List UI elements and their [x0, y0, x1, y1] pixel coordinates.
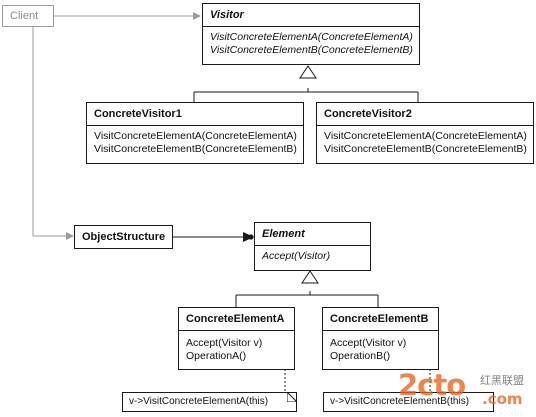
client-association-lines: [32, 12, 201, 240]
watermark-text: 2cto: [398, 368, 466, 402]
visitor-class[interactable]: Visitor VisitConcreteElementA(ConcreteEl…: [202, 3, 420, 65]
watermark-suffix: .com: [482, 390, 523, 408]
concrete-visitor-2-class[interactable]: ConcreteVisitor2 VisitConcreteElementA(C…: [316, 102, 534, 164]
concrete-visitor-2-operation: VisitConcreteElementA(ConcreteElementA): [324, 130, 527, 142]
watermark-logo: 2cto 红黑联盟 .com: [398, 366, 534, 416]
watermark-chinese: 红黑联盟: [480, 374, 524, 387]
concrete-element-a-class[interactable]: ConcreteElementA Accept(Visitor v) Opera…: [178, 307, 295, 370]
concrete-visitor-1-operations: VisitConcreteElementA(ConcreteElementA) …: [87, 125, 303, 159]
visitor-operation: VisitConcreteElementB(ConcreteElementB): [210, 43, 413, 56]
visitor-generalization-arrow: [299, 65, 317, 79]
concrete-element-b-class[interactable]: ConcreteElementB Accept(Visitor v) Opera…: [322, 307, 439, 370]
visitor-inheritance-lines: [193, 88, 419, 102]
note-a-text: v->VisitConcreteElementA(this): [129, 396, 269, 407]
note-b-text: v->VisitConcreteElementB(this): [330, 396, 470, 407]
object-structure-class[interactable]: ObjectStructure: [74, 225, 173, 249]
concrete-visitor-1-operation: VisitConcreteElementB(ConcreteElementB): [94, 142, 297, 155]
concrete-visitor-1-name: ConcreteVisitor1: [94, 108, 182, 120]
concrete-visitor-2-operations: VisitConcreteElementA(ConcreteElementA) …: [317, 125, 533, 159]
concrete-element-b-operation: OperationB(): [330, 349, 391, 362]
concrete-element-b-operation: Accept(Visitor v): [330, 337, 407, 349]
concrete-visitor-1-class[interactable]: ConcreteVisitor1 VisitConcreteElementA(C…: [86, 102, 304, 164]
client-label: Client: [10, 10, 39, 22]
note-a-dogear: [287, 392, 297, 402]
visitor-name: Visitor: [210, 9, 244, 21]
element-class[interactable]: Element Accept(Visitor): [254, 222, 371, 271]
concrete-element-b-name: ConcreteElementB: [330, 313, 429, 325]
concrete-visitor-2-operation: VisitConcreteElementB(ConcreteElementB): [324, 142, 527, 155]
element-operation: Accept(Visitor): [262, 250, 331, 262]
visitor-operations: VisitConcreteElementA(ConcreteElementA) …: [203, 26, 419, 60]
note-concrete-element-a: v->VisitConcreteElementA(this): [122, 392, 297, 412]
concrete-element-a-name: ConcreteElementA: [186, 313, 285, 325]
element-inheritance-lines: [235, 291, 379, 307]
element-operations: Accept(Visitor): [255, 245, 370, 267]
concrete-visitor-1-operation: VisitConcreteElementA(ConcreteElementA): [94, 130, 297, 142]
element-name: Element: [262, 228, 305, 240]
visitor-operation: VisitConcreteElementA(ConcreteElementA): [210, 31, 413, 43]
concrete-element-a-operations: Accept(Visitor v) OperationA(): [179, 330, 294, 366]
concrete-element-b-operations: Accept(Visitor v) OperationB(): [323, 330, 438, 366]
concrete-element-a-operation: Accept(Visitor v): [186, 337, 263, 349]
object-structure-name: ObjectStructure: [82, 231, 166, 243]
concrete-visitor-2-name: ConcreteVisitor2: [324, 108, 412, 120]
note-concrete-element-b: v->VisitConcreteElementB(this): [323, 392, 494, 412]
aggregation-dot: [248, 234, 254, 240]
client-class[interactable]: Client: [2, 5, 54, 27]
concrete-element-a-operation: OperationA(): [186, 349, 247, 362]
element-generalization-arrow: [301, 270, 319, 284]
